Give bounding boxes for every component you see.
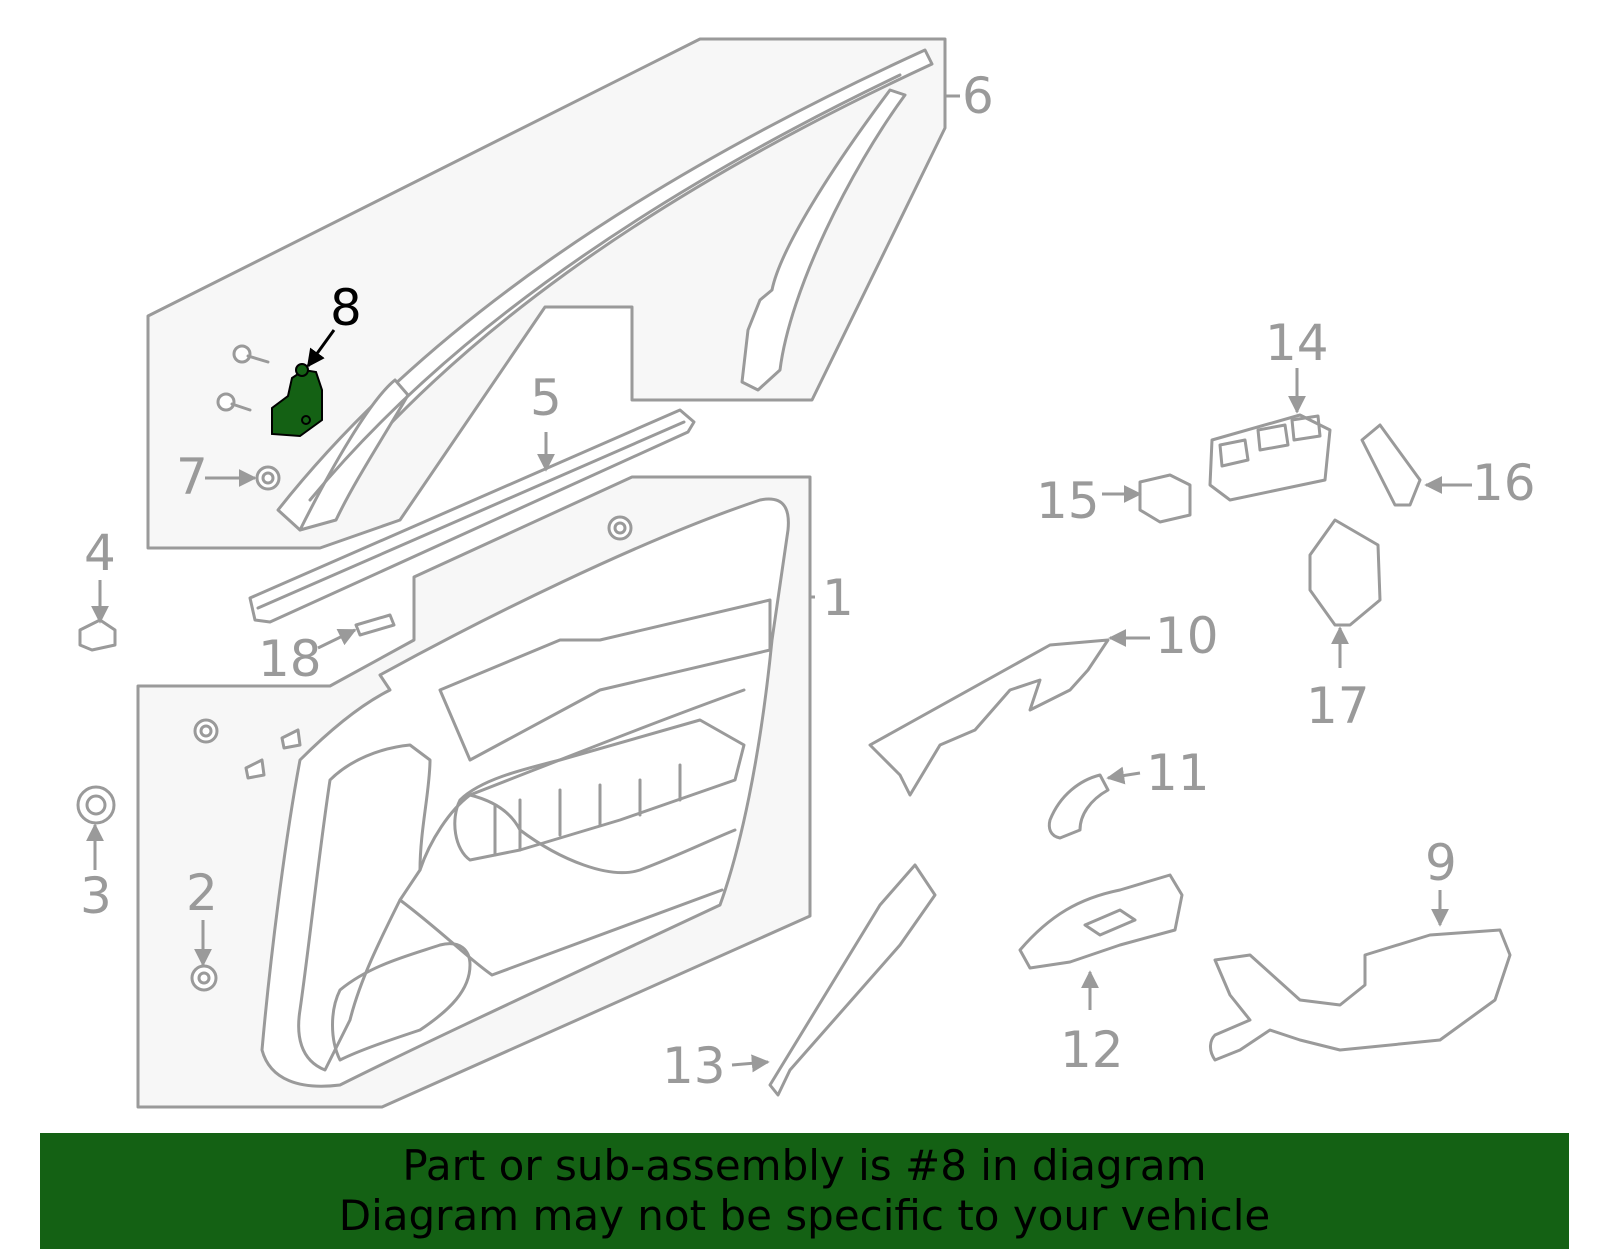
part-12-switch-panel (1018, 873, 1184, 970)
part-17-module (1308, 518, 1382, 627)
part-18-pad (354, 613, 396, 637)
callout-10: 10 (1155, 607, 1219, 665)
part-7-clip (255, 465, 281, 491)
part-5-weatherstrip (248, 408, 696, 624)
part-8-bracket-highlighted (271, 363, 323, 438)
callout-7: 7 (176, 448, 208, 506)
part-13-garnish (768, 863, 937, 1097)
clip-lower-panel-2 (244, 758, 266, 780)
banner-line-2: Diagram may not be specific to your vehi… (338, 1191, 1271, 1240)
callout-17: 17 (1306, 677, 1370, 735)
info-banner: Part or sub-assembly is #8 in diagram Di… (40, 1133, 1569, 1249)
part-11-trim (1047, 773, 1110, 840)
callout-13: 13 (662, 1037, 726, 1095)
banner-line-1: Part or sub-assembly is #8 in diagram (402, 1141, 1207, 1190)
callout-12: 12 (1060, 1021, 1124, 1079)
callout-15: 15 (1036, 472, 1100, 530)
callout-4: 4 (84, 524, 116, 582)
part-10-garnish (868, 638, 1110, 797)
upper-panel (146, 37, 947, 550)
part-1-door-panel (260, 497, 790, 1088)
callout-18: 18 (258, 630, 322, 688)
part-14-switch-assembly (1208, 413, 1332, 502)
leader-lines (86, 94, 1472, 1073)
part-16-switch (1360, 423, 1422, 507)
callout-1: 1 (822, 569, 854, 627)
clip-lower-panel-1 (193, 718, 219, 744)
callout-8: 8 (330, 279, 362, 337)
callout-11: 11 (1146, 744, 1210, 802)
part-6-frame-garnish (276, 48, 934, 532)
callout-5: 5 (530, 369, 562, 427)
part-3-grommet (76, 785, 116, 825)
part-4-clip (78, 618, 117, 652)
callout-9: 9 (1425, 834, 1457, 892)
part-2-clip (190, 964, 218, 992)
callout-6: 6 (962, 67, 994, 125)
clip-lower-panel-3 (280, 728, 302, 750)
callout-14: 14 (1265, 314, 1329, 372)
part-15-switch (1138, 473, 1192, 524)
clip-lower-panel-4 (607, 515, 633, 541)
screw-lower (216, 392, 252, 412)
callout-2: 2 (186, 864, 218, 922)
callout-16: 16 (1472, 454, 1536, 512)
screw-upper (232, 344, 270, 364)
part-9-armrest (1209, 928, 1512, 1062)
callout-3: 3 (80, 867, 112, 925)
